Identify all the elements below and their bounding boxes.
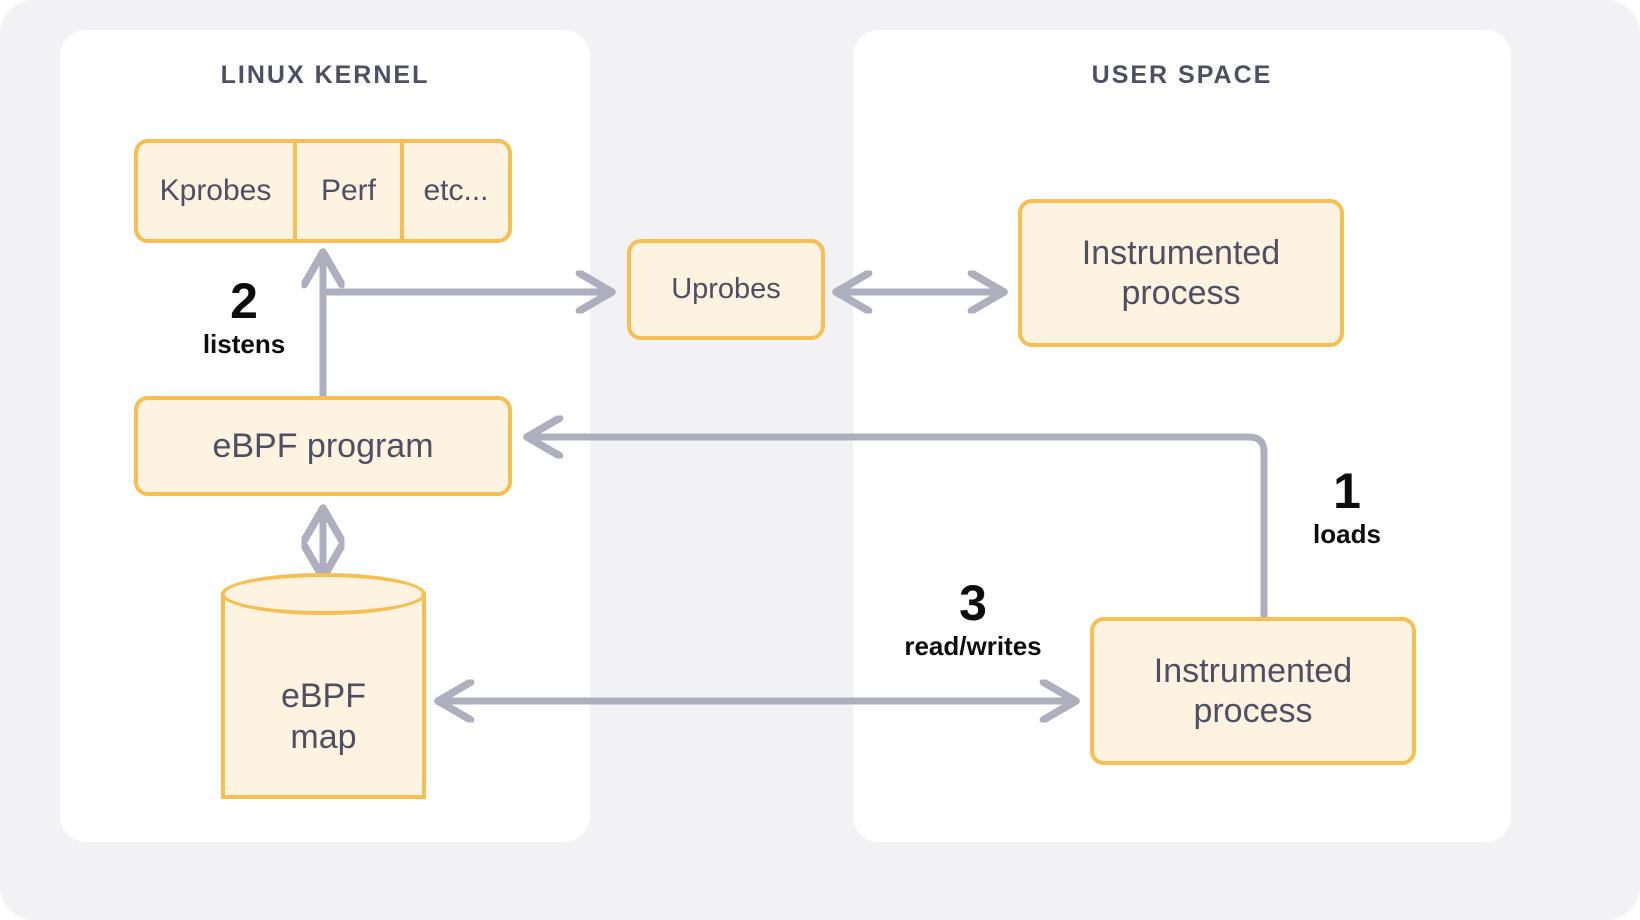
cylinder-body-shape [221, 592, 426, 799]
node-instrumented-process-top-label: Instrumented process [1082, 233, 1280, 313]
cylinder-top-ellipse-shape [221, 573, 426, 615]
node-ebpf-program: eBPF program [134, 396, 512, 496]
node-instrumented-process-bottom-line1: Instrumented [1153, 651, 1353, 690]
step-label-2: 2 listens [186, 276, 302, 362]
probe-cell-kprobes: Kprobes [159, 174, 272, 207]
step-label-2-caption: listens [202, 329, 286, 359]
step-label-2-number: 2 [230, 273, 258, 329]
step-label-1-caption: loads [1313, 519, 1381, 549]
step-label-3: 3 read/writes [880, 578, 1066, 664]
node-uprobes: Uprobes [627, 239, 825, 340]
node-ebpf-map-label: eBPF map [221, 635, 426, 799]
panel-title-user-space: USER SPACE [1091, 61, 1273, 89]
step-label-3-number: 3 [959, 575, 987, 631]
node-instrumented-process-bottom: Instrumented process [1090, 617, 1416, 765]
node-instrumented-process-top-line2: process [1121, 274, 1241, 312]
node-ebpf-program-label: eBPF program [212, 426, 434, 465]
node-instrumented-process-top: Instrumented process [1018, 199, 1344, 347]
node-instrumented-process-bottom-label: Instrumented process [1154, 651, 1352, 731]
node-instrumented-process-bottom-line2: process [1193, 692, 1313, 730]
node-ebpf-map-line2: map [290, 718, 357, 756]
panel-title-linux-kernel: LINUX KERNEL [220, 61, 430, 89]
node-instrumented-process-top-line1: Instrumented [1081, 233, 1281, 272]
node-ebpf-map-line1: eBPF [280, 677, 367, 716]
probe-cell-etc: etc... [400, 143, 508, 239]
step-label-1-number: 1 [1333, 463, 1361, 519]
step-label-1: 1 loads [1288, 466, 1406, 552]
node-ebpf-map: eBPF map [221, 573, 426, 799]
probe-bar: Kprobes Perf etc... [134, 139, 512, 243]
step-label-3-caption: read/writes [904, 631, 1042, 661]
probe-cell-perf: Perf [293, 143, 400, 239]
node-uprobes-label: Uprobes [671, 273, 781, 306]
